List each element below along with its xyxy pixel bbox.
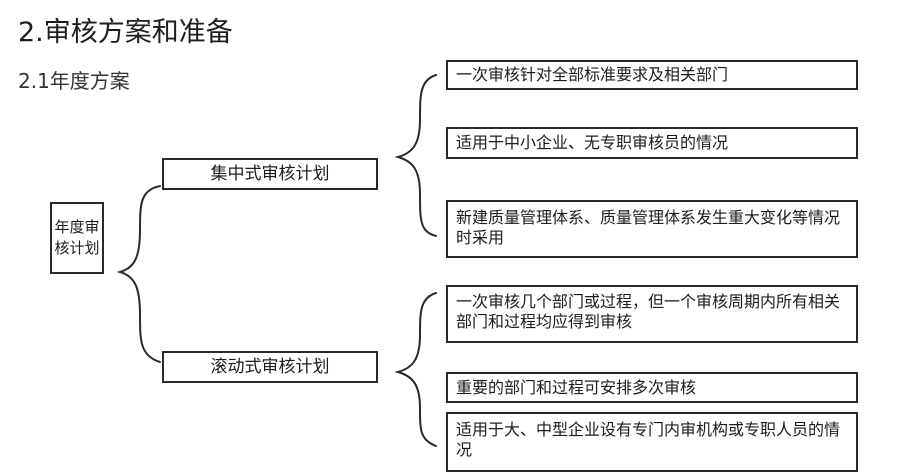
page-title: 2.审核方案和准备 — [18, 17, 233, 48]
branch-node-rolling: 滚动式审核计划 — [162, 351, 378, 383]
brace-connectors — [116, 74, 437, 447]
leaf-rolling-3: 适用于大、中型企业设有专门内审机构或专职人员的情况 — [446, 412, 858, 472]
branch-node-centralized: 集中式审核计划 — [162, 158, 378, 190]
leaf-centralized-3: 新建质量管理体系、质量管理体系发生重大变化等情况时采用 — [446, 200, 858, 258]
leaf-rolling-2: 重要的部门和过程可安排多次审核 — [446, 372, 858, 403]
root-brace — [116, 185, 161, 363]
leaf-rolling-1: 一次审核几个部门或过程，但一个审核周期内所有相关部门和过程均应得到审核 — [446, 285, 858, 343]
leaf-centralized-1: 一次审核针对全部标准要求及相关部门 — [446, 60, 858, 90]
branch-brace-2 — [394, 292, 437, 447]
root-node-annual-plan: 年度审核计划 — [50, 202, 104, 274]
section-subtitle: 2.1年度方案 — [18, 69, 130, 93]
leaf-centralized-2: 适用于中小企业、无专职审核员的情况 — [446, 127, 858, 159]
branch-brace-1 — [394, 74, 437, 237]
